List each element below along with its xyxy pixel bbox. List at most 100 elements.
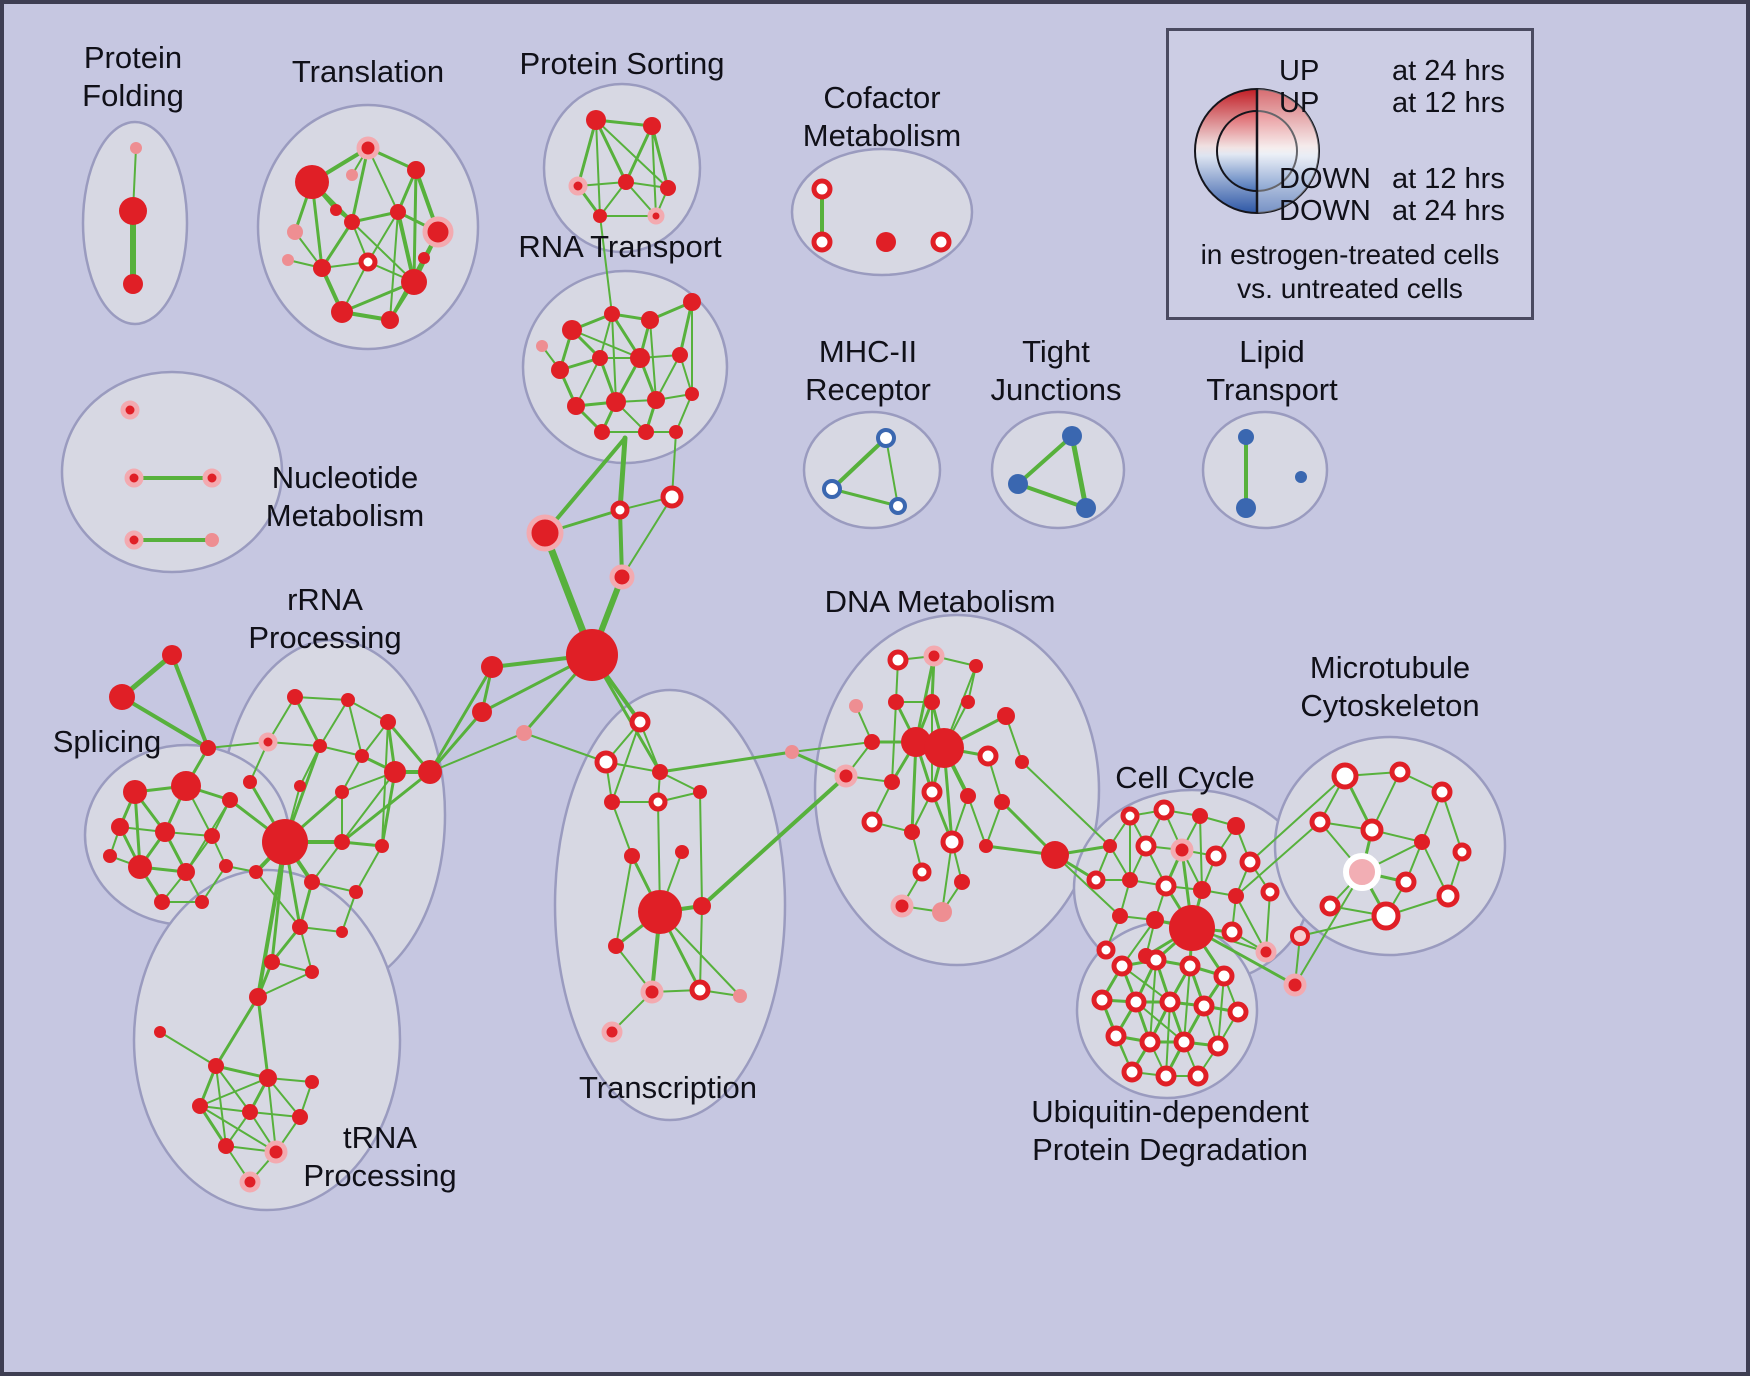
network-node (407, 161, 425, 179)
network-edge (543, 436, 627, 535)
network-node (1255, 941, 1277, 963)
network-node (282, 254, 294, 266)
network-node (586, 110, 606, 130)
network-node (1414, 834, 1430, 850)
network-node (1155, 1065, 1177, 1087)
network-node (1187, 1065, 1209, 1087)
network-node (811, 231, 833, 253)
network-node (295, 165, 329, 199)
network-node (155, 822, 175, 842)
network-edge (355, 845, 383, 893)
network-edge (367, 211, 399, 263)
network-node (305, 1075, 319, 1089)
network-node (1125, 991, 1147, 1013)
cluster-ellipse-lipid-transport (1201, 410, 1329, 530)
network-edge (611, 313, 617, 403)
network-node (609, 564, 635, 590)
network-edge (651, 125, 657, 217)
network-edge (207, 741, 269, 749)
network-node (1170, 838, 1194, 862)
network-edge (941, 841, 953, 913)
network-node (331, 301, 353, 323)
legend-direction: DOWN (1279, 163, 1371, 195)
network-edge (199, 1105, 277, 1153)
network-node (551, 361, 569, 379)
network-node (638, 424, 654, 440)
network-node (390, 204, 406, 220)
network-edge (699, 791, 703, 907)
network-node (341, 693, 355, 707)
network-node (259, 1069, 277, 1087)
network-edge (1016, 434, 1074, 486)
network-edge (215, 1065, 251, 1113)
network-node (222, 792, 238, 808)
network-node (123, 780, 147, 804)
network-node (660, 485, 684, 509)
network-node (924, 728, 964, 768)
network-node (693, 897, 711, 915)
network-node (811, 178, 833, 200)
network-edge (311, 841, 343, 883)
network-node (418, 252, 430, 264)
network-node (1290, 926, 1310, 946)
network-node (356, 136, 380, 160)
network-node (1135, 835, 1157, 857)
network-node (375, 839, 389, 853)
network-node (418, 760, 442, 784)
network-node (262, 819, 308, 865)
network-node (849, 699, 863, 713)
network-node (346, 169, 358, 181)
network-edge (1235, 821, 1321, 897)
cluster-ellipse-protein-sorting (542, 82, 702, 254)
legend-direction: DOWN (1279, 195, 1371, 227)
network-node (1105, 1025, 1127, 1047)
legend-direction: UP (1279, 87, 1320, 119)
network-node (239, 1171, 261, 1193)
network-edge (256, 995, 270, 1080)
network-node (1076, 498, 1096, 518)
network-edge (700, 774, 848, 908)
legend-time: at 12 hrs (1392, 163, 1505, 195)
network-edge (576, 118, 598, 188)
network-node (606, 392, 626, 412)
network-node (672, 347, 688, 363)
network-node (969, 659, 983, 673)
network-node (305, 965, 319, 979)
network-node (610, 500, 630, 520)
network-node (249, 865, 263, 879)
network-node (380, 714, 396, 730)
network-node (562, 320, 582, 340)
cluster-label-translation: Translation (292, 54, 444, 89)
network-edge (293, 695, 322, 748)
network-node (1008, 474, 1028, 494)
network-node (977, 745, 999, 767)
network-node (693, 785, 707, 799)
network-node (1159, 991, 1181, 1013)
network-node (481, 656, 503, 678)
network-edge (341, 771, 396, 843)
network-node (264, 954, 280, 970)
network-node (1213, 965, 1235, 987)
network-edge (1235, 895, 1267, 953)
network-node (103, 849, 117, 863)
network-edge (381, 721, 389, 847)
network-node (313, 739, 327, 753)
network-node (1086, 870, 1106, 890)
network-node (876, 232, 896, 252)
network-node (888, 694, 904, 710)
network-node (887, 649, 909, 671)
network-edge (1249, 775, 1346, 863)
network-edge (1054, 854, 1121, 917)
network-node (1343, 853, 1381, 891)
network-node (921, 781, 943, 803)
network-node (1122, 872, 1138, 888)
network-edge (699, 905, 703, 991)
network-edge (347, 699, 363, 757)
network-node (630, 348, 650, 368)
network-node (601, 1021, 623, 1043)
